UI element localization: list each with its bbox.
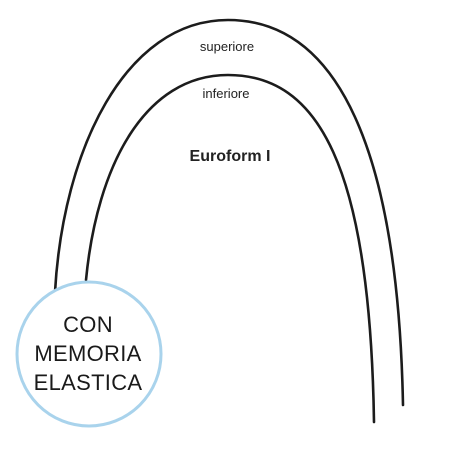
lower-archwire (84, 73, 376, 424)
badge-line-3: ELASTICA (34, 370, 143, 395)
lower-arch-label: inferiore (203, 86, 250, 101)
badge-circle (15, 280, 163, 428)
upper-arch-label: superiore (200, 39, 254, 54)
elastic-memory-badge: CON MEMORIA ELASTICA (15, 280, 163, 428)
upper-archwire (53, 18, 405, 407)
model-name-label: Euroform I (190, 148, 271, 165)
badge-line-1: CON (63, 312, 113, 337)
badge-line-2: MEMORIA (34, 341, 141, 366)
